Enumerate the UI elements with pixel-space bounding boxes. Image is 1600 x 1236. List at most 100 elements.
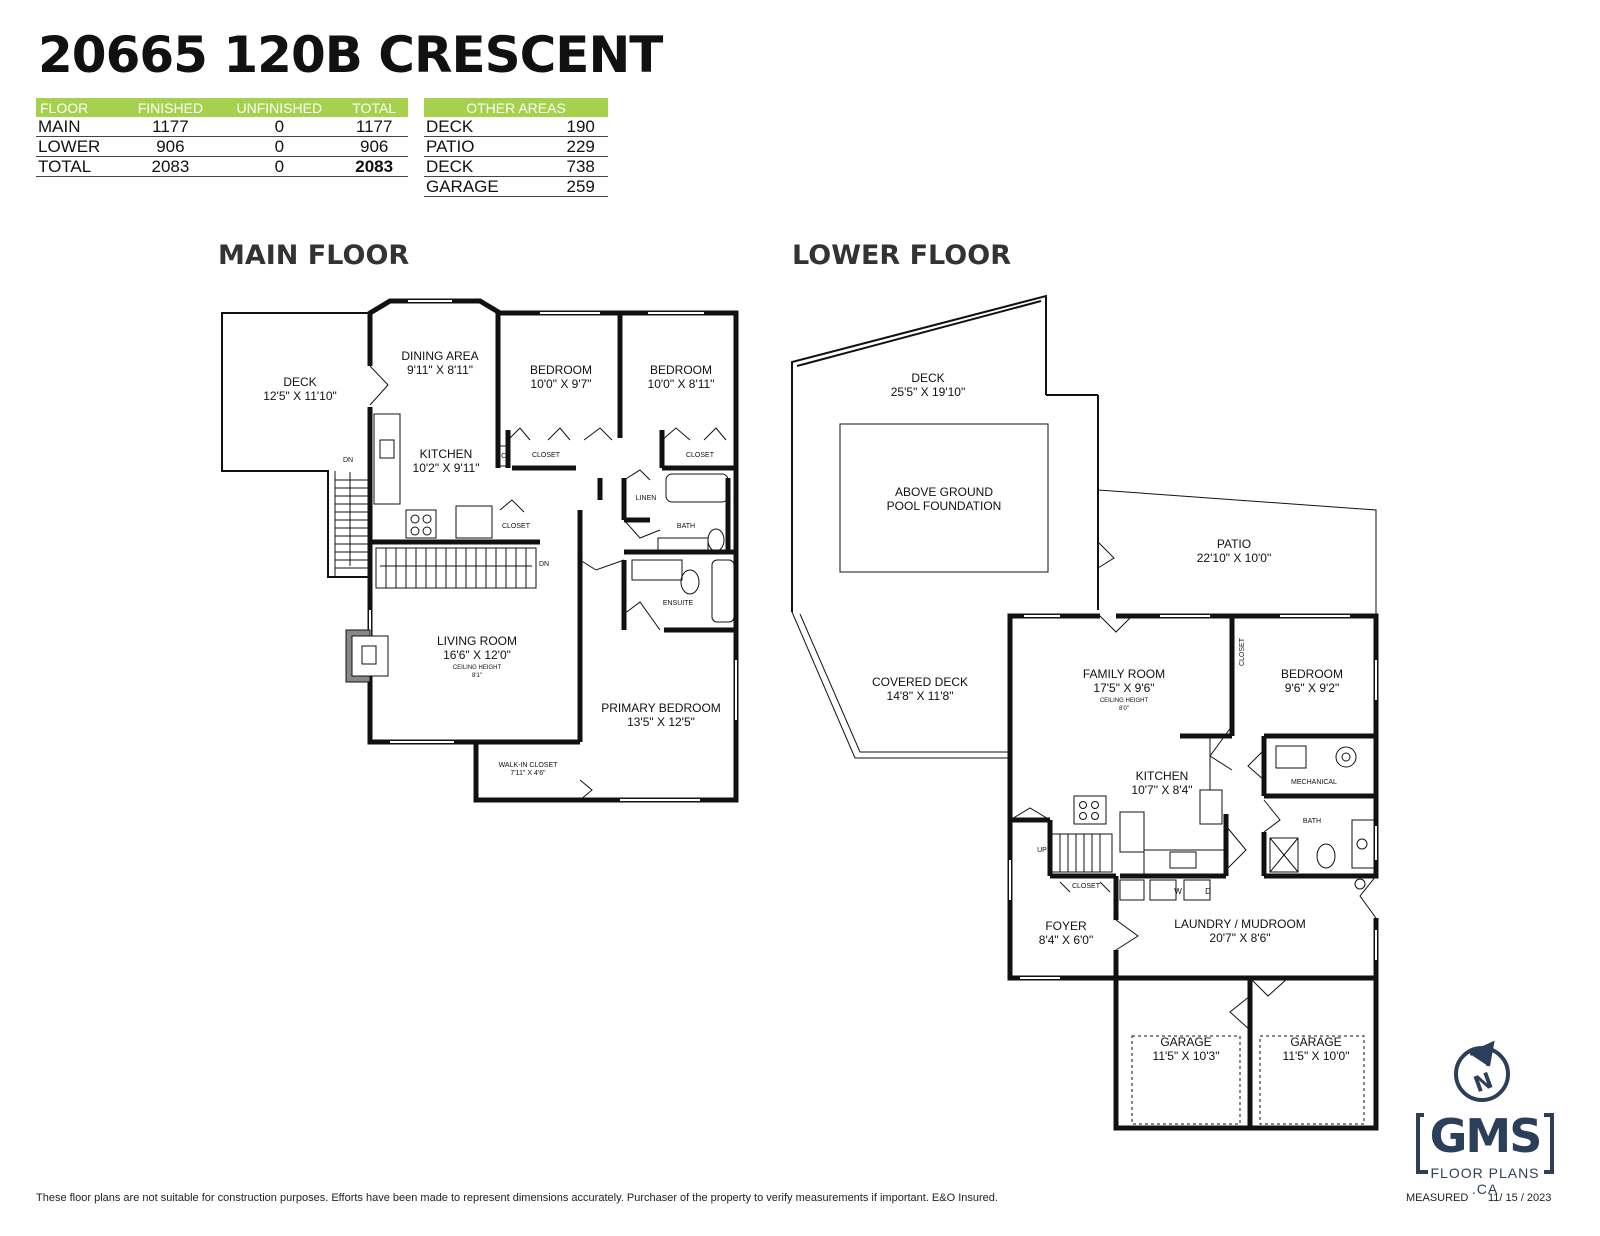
dining-dims: 9'11" X 8'11" xyxy=(407,363,473,377)
lower-bedroom-dims: 9'6" X 9'2" xyxy=(1285,681,1339,695)
cell-area: DECK xyxy=(424,117,554,137)
dining-name: DINING AREA xyxy=(401,349,478,363)
family-ceiling-note: CEILING HEIGHT xyxy=(1100,698,1149,704)
kitchen-dims: 10'2" X 9'11" xyxy=(413,461,480,475)
lower-bath-fixtures xyxy=(1269,819,1375,890)
walkin-dims: 7'11" X 4'6" xyxy=(510,770,546,777)
cell-total: 906 xyxy=(340,136,408,157)
kitchen-name: KITCHEN xyxy=(420,447,473,461)
up-label: UP xyxy=(1037,847,1047,854)
walkin-name: WALK-IN CLOSET xyxy=(499,762,559,769)
foyer-name: FOYER xyxy=(1045,919,1087,933)
table-row: TOTAL 2083 0 2083 xyxy=(36,156,408,177)
footer-date: 11/ 15 / 2023 xyxy=(1488,1192,1552,1204)
lower-floor-labels: DECK 25'5" X 19'10" ABOVE GROUND POOL FO… xyxy=(872,371,1349,1063)
lower-stairs xyxy=(1051,833,1113,873)
cell-total: 1177 xyxy=(340,117,408,137)
patio-outline xyxy=(1097,489,1377,614)
floor-header-total: TOTAL xyxy=(340,98,408,117)
main-floor-labels: DECK 12'5" X 11'10" DINING AREA 9'11" X … xyxy=(263,349,721,777)
living-dims: 16'6" X 12'0" xyxy=(443,648,511,662)
cell-floor: LOWER xyxy=(36,136,123,157)
ensuite-label: ENSUITE xyxy=(663,600,694,607)
covered-deck-name: COVERED DECK xyxy=(872,675,968,689)
linen-label: LINEN xyxy=(636,495,657,502)
lower-kitchen-name: KITCHEN xyxy=(1136,769,1189,783)
mechanical-label: MECHANICAL xyxy=(1291,779,1337,786)
floor-header-unfinished: UNFINISHED xyxy=(218,98,341,117)
deck-stairs xyxy=(334,471,370,577)
cell-unfinished: 0 xyxy=(218,156,341,177)
living-ceiling-height: 8'1" xyxy=(472,673,482,679)
closet-label-2: CLOSET xyxy=(686,452,715,459)
lower-windows xyxy=(1009,615,1377,979)
foyer-dims: 8'4" X 6'0" xyxy=(1039,933,1093,947)
primary-dims: 13'5" X 12'5" xyxy=(627,715,695,729)
laundry-name: LAUNDRY / MUDROOM xyxy=(1174,917,1306,931)
cell-value: 229 xyxy=(553,136,608,157)
primary-name: PRIMARY BEDROOM xyxy=(601,701,721,715)
main-stairs xyxy=(375,547,537,589)
logo-frame xyxy=(1416,1113,1554,1174)
table-row: LOWER 906 0 906 xyxy=(36,136,408,157)
compass-icon: N xyxy=(1454,1040,1510,1102)
main-floor-plan: DECK 12'5" X 11'10" DINING AREA 9'11" X … xyxy=(221,298,739,803)
washer-label: W xyxy=(1174,887,1182,896)
cell-finished: 906 xyxy=(122,136,219,157)
pool-foundation-rect xyxy=(839,423,1049,573)
bedroom1-dims: 10'0" X 9'7" xyxy=(530,377,591,391)
lower-kitchen-fixtures xyxy=(1073,789,1227,901)
table-row: MAIN 1177 0 1177 xyxy=(36,117,408,137)
cell-finished: 1177 xyxy=(122,117,219,137)
patio-name: PATIO xyxy=(1217,537,1251,551)
lower-doors xyxy=(1009,541,1377,1031)
bedroom2-dims: 10'0" X 8'11" xyxy=(648,377,715,391)
cell-total: 2083 xyxy=(340,156,408,177)
cell-value: 190 xyxy=(553,117,608,137)
cell-floor: TOTAL xyxy=(36,156,123,177)
cell-value: 259 xyxy=(553,176,608,197)
bedroom-closet-label: CLOSET xyxy=(1239,637,1246,666)
floor-table-header: FLOOR FINISHED UNFINISHED TOTAL xyxy=(36,98,408,117)
logo-sub-text: FLOOR PLANS .CA xyxy=(1430,1165,1540,1197)
family-dims: 17'5" X 9'6" xyxy=(1093,681,1154,695)
closet-label-1: CLOSET xyxy=(532,452,561,459)
lower-deck-name: DECK xyxy=(911,371,944,385)
bedroom1-name: BEDROOM xyxy=(530,363,592,377)
cell-floor: MAIN xyxy=(36,117,123,137)
lower-kitchen-dims: 10'7" X 8'4" xyxy=(1131,783,1192,797)
garage-doors xyxy=(1131,1035,1365,1125)
lower-interior-walls xyxy=(1010,616,1376,978)
lower-floor-title: LOWER FLOOR xyxy=(792,240,1011,271)
garage1-name: GARAGE xyxy=(1160,1035,1211,1049)
lower-bath-label: BATH xyxy=(1303,818,1321,825)
company-logo: GMS FLOOR PLANS .CA xyxy=(1418,1109,1552,1197)
mechanical-fixtures xyxy=(1275,745,1357,769)
patio-dims: 22'10" X 10'0" xyxy=(1197,551,1272,565)
footer-measured-label: MEASURED xyxy=(1406,1192,1469,1204)
garage2-name: GARAGE xyxy=(1290,1035,1341,1049)
logo-main-text: GMS xyxy=(1429,1109,1543,1163)
floor-header-floor: FLOOR xyxy=(36,98,123,117)
garage2-dims: 11'5" X 10'0" xyxy=(1283,1049,1350,1063)
main-deck-outline xyxy=(221,312,370,578)
foyer-closet-label: CLOSET xyxy=(1072,883,1101,890)
closet-label-3: CLOSET xyxy=(502,523,531,530)
floor-area-table: FLOOR FINISHED UNFINISHED TOTAL MAIN 117… xyxy=(36,98,408,177)
cell-unfinished: 0 xyxy=(218,117,341,137)
main-doors xyxy=(369,365,727,801)
deck-dn-label: DN xyxy=(343,457,353,464)
footer-disclaimer: These floor plans are not suitable for c… xyxy=(36,1192,998,1204)
bath-label: BATH xyxy=(677,523,695,530)
page-title: 20665 120B CRESCENT xyxy=(38,26,663,84)
fireplace-icon xyxy=(345,629,389,683)
cb-label: CB xyxy=(501,453,511,460)
main-floor-title: MAIN FLOOR xyxy=(218,240,410,271)
lower-floor-plan: DECK 25'5" X 19'10" ABOVE GROUND POOL FO… xyxy=(791,294,1379,1131)
lower-bedroom-name: BEDROOM xyxy=(1281,667,1343,681)
